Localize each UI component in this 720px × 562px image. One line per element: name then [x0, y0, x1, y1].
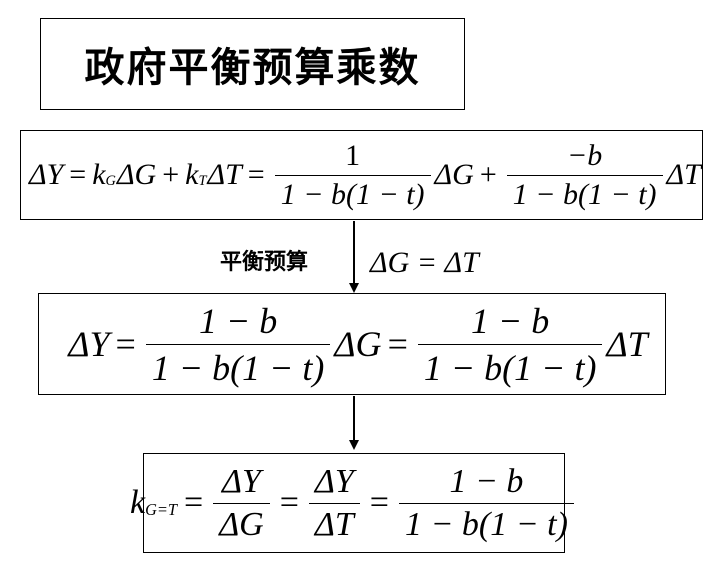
eq1-plus-2: + [479, 158, 497, 191]
eq3-equals-1: = [184, 484, 204, 521]
arrow-down-2 [353, 396, 355, 440]
eq2-delta-y: ΔY [68, 324, 110, 364]
eq1-sub-g: G [105, 172, 116, 189]
balanced-budget-condition: ΔG = ΔT [370, 246, 479, 279]
eq2-frac1-numerator: 1 − b [198, 300, 278, 341]
eq1-delta-t-1: ΔT [207, 158, 242, 191]
eq2-frac2-denominator: 1 − b(1 − t) [417, 343, 603, 389]
arrow-head-1 [349, 283, 359, 293]
eq2-fraction-2: 1 − b 1 − b(1 − t) [417, 300, 603, 389]
eq1-fraction-1: 1 1 − b(1 − t) [274, 138, 431, 212]
eq2-fraction-1: 1 − b 1 − b(1 − t) [145, 300, 331, 389]
page-title: 政府平衡预算乘数 [84, 44, 421, 91]
eq1-frac1-denominator: 1 − b(1 − t) [274, 174, 431, 212]
eq2-equals-2: = [387, 324, 408, 364]
eq1-delta-g-1: ΔG [116, 158, 157, 191]
eq3-frac1-denominator: ΔG [213, 502, 270, 544]
eq3-fraction-3: 1 − b 1 − b(1 − t) [398, 462, 574, 544]
eq2-frac2-numerator: 1 − b [471, 300, 550, 341]
eq1-k-g: k [92, 158, 106, 191]
eq3-equals-2: = [279, 484, 299, 521]
equation-balanced: ΔY = 1 − b 1 − b(1 − t) ΔG = 1 − b 1 − b… [39, 294, 671, 394]
eq3-frac2-denominator: ΔT [308, 502, 360, 544]
eq3-sub: G=T [145, 500, 178, 520]
eq3-frac2-numerator: ΔY [314, 462, 354, 500]
eq3-k: k [130, 484, 146, 521]
eq1-frac1-numerator: 1 [345, 138, 361, 172]
equation-balanced-box: ΔY = 1 − b 1 − b(1 − t) ΔG = 1 − b 1 − b… [38, 293, 666, 395]
eq2-equals-1: = [115, 324, 136, 364]
eq1-equals-1: = [69, 158, 87, 191]
title-box: 政府平衡预算乘数 [40, 18, 465, 110]
eq1-frac2-numerator: −b [567, 138, 603, 172]
arrow-head-2 [349, 440, 359, 450]
eq1-delta-g-2: ΔG [434, 158, 474, 191]
eq1-delta-y: ΔY [29, 158, 64, 191]
eq3-frac3-numerator: 1 − b [449, 462, 524, 500]
eq3-frac3-denominator: 1 − b(1 − t) [398, 502, 574, 544]
eq2-delta-g: ΔG [334, 324, 382, 364]
eq1-k-t: k [185, 158, 199, 191]
arrow-down-1 [353, 221, 355, 283]
eq2-frac1-denominator: 1 − b(1 − t) [145, 343, 331, 389]
eq2-delta-t: ΔT [606, 324, 648, 364]
eq3-fraction-2: ΔY ΔT [308, 462, 360, 544]
balanced-budget-label: 平衡预算 [220, 250, 309, 275]
eq1-sub-t: T [198, 172, 207, 189]
eq3-equals-3: = [369, 484, 389, 521]
eq1-fraction-2: −b 1 − b(1 − t) [506, 138, 663, 212]
eq3-fraction-1: ΔY ΔG [213, 463, 270, 544]
eq3-frac1-numerator: ΔY [222, 462, 261, 500]
eq1-plus-1: + [162, 158, 180, 191]
eq1-delta-t-2: ΔT [666, 158, 701, 191]
eq1-equals-2: = [247, 158, 265, 191]
eq1-frac2-denominator: 1 − b(1 − t) [506, 174, 663, 212]
